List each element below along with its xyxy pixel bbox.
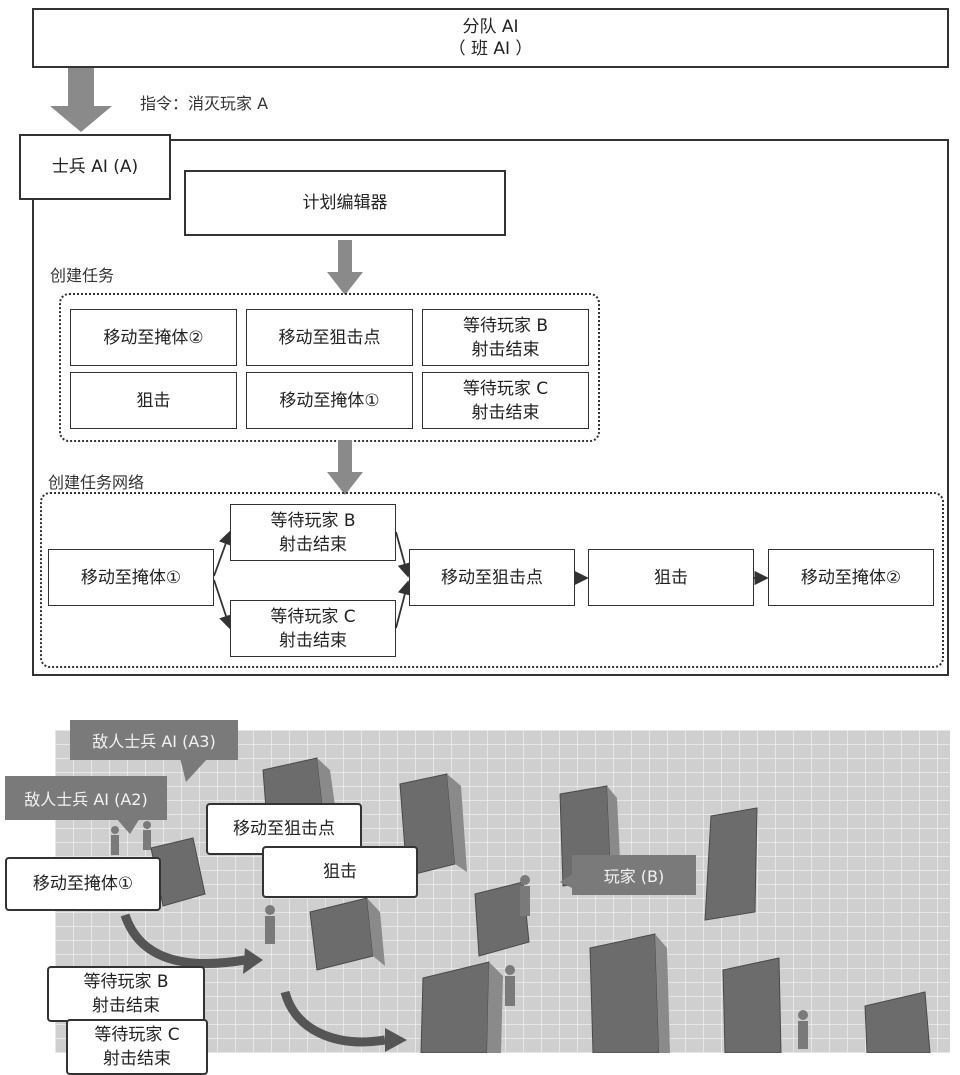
callout-tail-icon [116, 818, 140, 834]
soldier-container [32, 139, 949, 676]
planner-box: 计划编辑器 [184, 170, 506, 236]
enemy-a3-callout: 敌人士兵 AI (A3) [70, 720, 238, 760]
network-node-wait-b: 等待玩家 B 射击结束 [230, 504, 396, 561]
task-network [40, 492, 944, 668]
callout-tail-icon [560, 872, 576, 890]
squad-ai-box: 分队 AI （ 班 AI ） [32, 8, 949, 68]
enemy-a2-callout: 敌人士兵 AI (A2) [5, 776, 167, 820]
task-item: 移动至狙击点 [246, 309, 413, 366]
task-item: 移动至掩体① [246, 372, 413, 429]
soldier-ai-box: 士兵 AI (A) [19, 134, 171, 200]
scene-snipe-box: 狙击 [262, 846, 418, 898]
task-item: 等待玩家 C 射击结束 [422, 372, 589, 429]
scene-wait-c-box: 等待玩家 C 射击结束 [66, 1019, 208, 1075]
network-connectors [213, 530, 769, 630]
scene-wait-b-box: 等待玩家 B 射击结束 [47, 966, 205, 1022]
network-node-sniper-point: 移动至狙击点 [409, 549, 575, 606]
command-arrow-icon [50, 68, 112, 132]
game-scene [55, 730, 950, 1053]
down-arrow-icon [327, 240, 363, 295]
task-item: 狙击 [70, 372, 237, 429]
squad-ai-title: 分队 AI [462, 17, 519, 37]
task-item: 等待玩家 B 射击结束 [422, 309, 589, 366]
network-node-wait-c: 等待玩家 C 射击结束 [230, 600, 396, 657]
down-arrow-icon [327, 440, 363, 495]
callout-tail-icon [180, 758, 208, 782]
task-item: 移动至掩体② [70, 309, 237, 366]
network-node-end: 移动至掩体② [768, 549, 934, 606]
command-text: 指令：消灭玩家 A [140, 94, 269, 113]
create-tasks-label: 创建任务 [50, 266, 115, 285]
player-b-callout: 玩家 (B) [572, 855, 696, 895]
network-node-start: 移动至掩体① [48, 549, 214, 606]
squad-ai-subtitle: （ 班 AI ） [448, 39, 533, 59]
task-set [59, 293, 600, 442]
task-network-label: 创建任务网络 [48, 473, 145, 492]
scene-move-cover-box: 移动至掩体① [5, 857, 161, 911]
network-node-snipe: 狙击 [588, 549, 754, 606]
